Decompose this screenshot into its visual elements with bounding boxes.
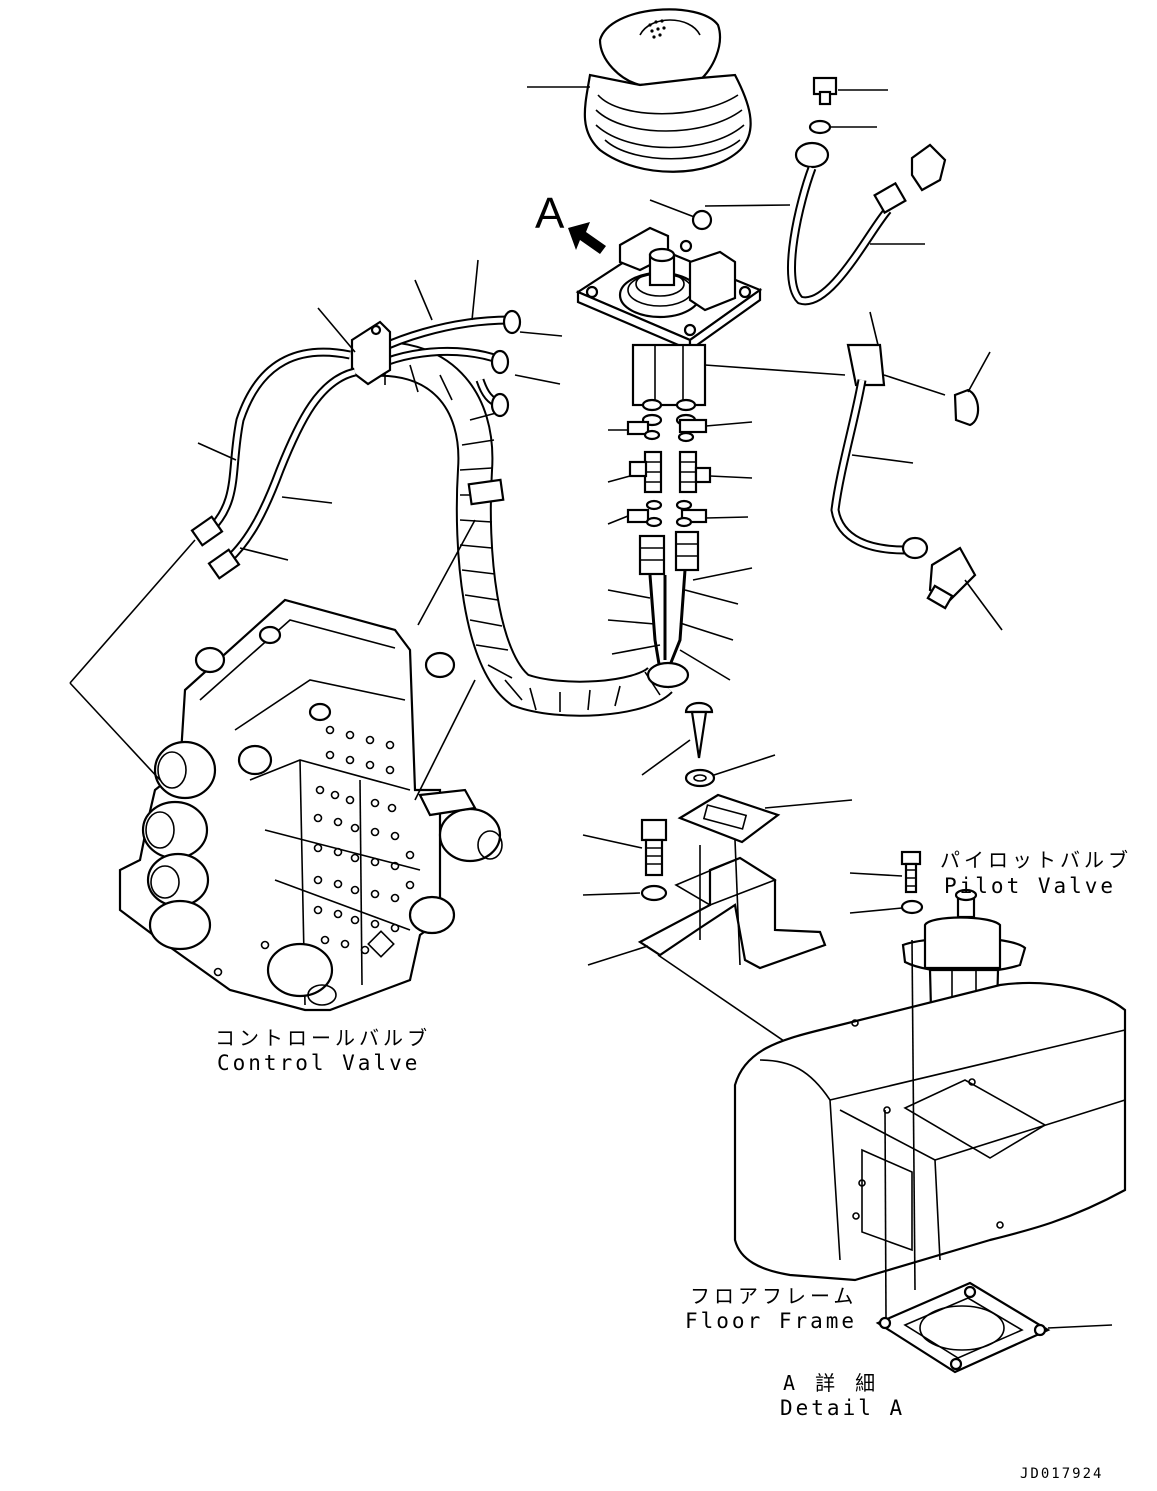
control-valve-jp-label: コントロールバルブ xyxy=(215,1026,431,1050)
drawing-code: JD017924 xyxy=(1020,1466,1103,1482)
detail-a-jp-label: A 詳 細 xyxy=(783,1371,879,1395)
right-hoses xyxy=(787,76,1003,631)
floor-frame-en-label: Floor Frame xyxy=(685,1309,857,1333)
port-holes xyxy=(213,725,415,977)
view-marker-a: A xyxy=(535,189,606,254)
pilot-valve-en-label: Pilot Valve xyxy=(944,874,1116,898)
view-marker-letter: A xyxy=(535,189,565,238)
detail-a-en-label: Detail A xyxy=(780,1396,905,1420)
gasket-detail: A 詳 細 Detail A xyxy=(780,1281,1113,1420)
control-valve-en-label: Control Valve xyxy=(217,1051,420,1075)
view-arrow-icon xyxy=(568,222,606,254)
lever-boot-assembly xyxy=(527,8,752,173)
fittings-stack xyxy=(607,413,753,576)
control-valve: コントロールバルブ Control Valve xyxy=(69,519,503,1075)
floor-frame-jp-label: フロアフレーム xyxy=(690,1284,857,1308)
pilot-valve-assembly xyxy=(575,199,846,412)
mounting-hardware xyxy=(582,701,886,1111)
pilot-valve-jp-label: パイロットバルブ xyxy=(940,848,1132,872)
hose-bundle xyxy=(190,259,753,717)
floor-frame: フロアフレーム Floor Frame xyxy=(685,939,1127,1333)
